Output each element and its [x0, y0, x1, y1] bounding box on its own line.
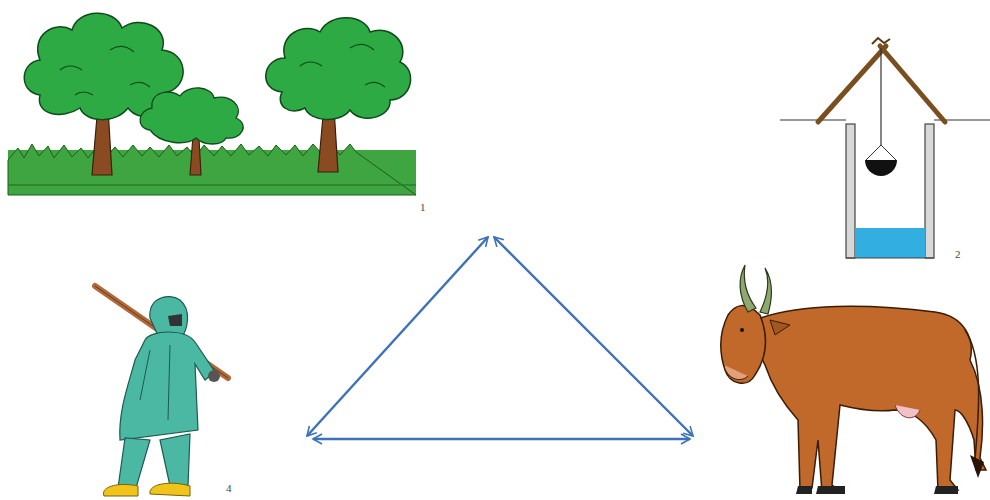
arrow-triangle	[307, 237, 693, 439]
callout-number: 2	[955, 249, 961, 260]
callout-number: 1	[420, 202, 426, 213]
cow-picture	[721, 265, 986, 494]
callout-number: 4	[226, 483, 232, 494]
trees-picture	[8, 13, 416, 195]
well-picture	[780, 38, 990, 258]
herder-picture	[95, 286, 228, 496]
